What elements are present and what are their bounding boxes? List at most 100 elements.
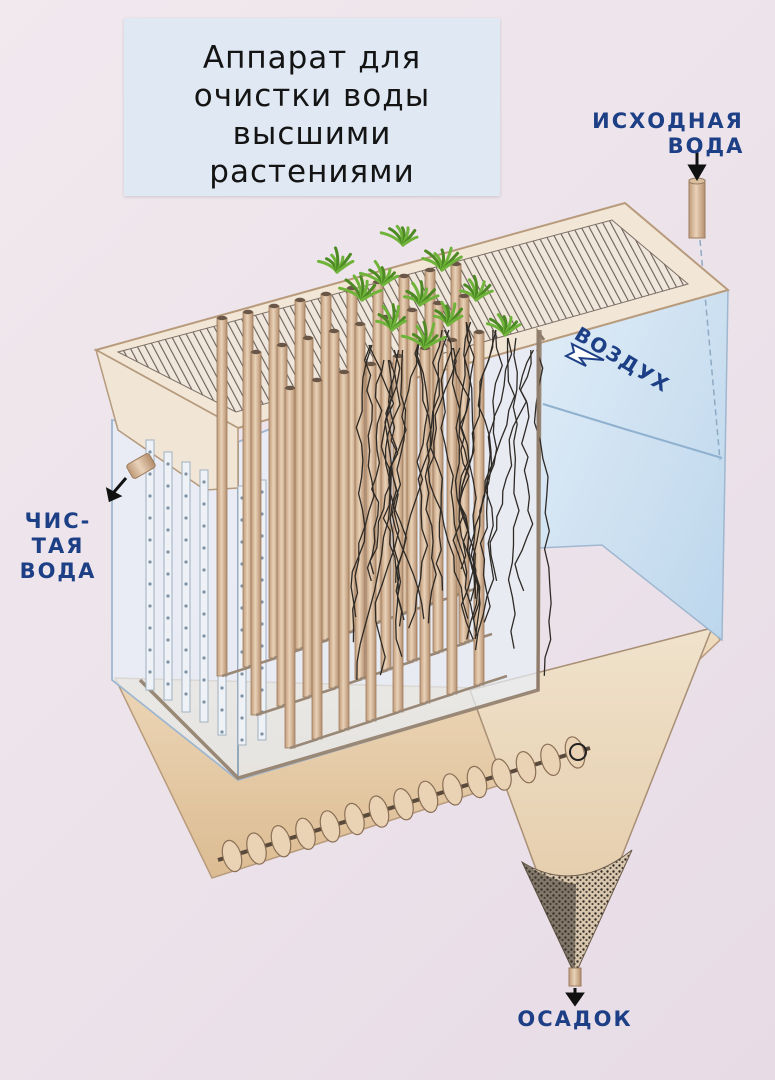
tube-hole (202, 568, 206, 572)
tube-hole (148, 472, 152, 476)
tube-hole (202, 612, 206, 616)
label-source-water-line-2: ВОДА (668, 134, 745, 158)
sediment-cone (469, 626, 714, 978)
aeration-pipe (250, 351, 262, 716)
tube-hole (166, 506, 170, 510)
tube-hole (240, 694, 244, 698)
tube-hole (202, 590, 206, 594)
tube-hole (166, 660, 170, 664)
tube-hole (166, 550, 170, 554)
plant-icon (379, 224, 419, 247)
tube-hole (166, 616, 170, 620)
tube-hole (148, 648, 152, 652)
tube-hole (202, 524, 206, 528)
pipe-connector (343, 719, 373, 732)
plant-leaf (474, 289, 494, 302)
tube-hole (166, 462, 170, 466)
sediment-outlet-pipe (568, 967, 582, 987)
plant-leaf (360, 288, 383, 302)
tube-hole (240, 738, 244, 742)
tube-hole (240, 716, 244, 720)
tube-hole (166, 572, 170, 576)
tube-hole (202, 502, 206, 506)
air-supply-tube (536, 327, 546, 690)
arrow-in-icon (563, 342, 605, 367)
auger-flight (319, 810, 341, 843)
plant-leaf (418, 294, 440, 307)
root-icon (479, 337, 513, 623)
tube-hole (220, 708, 224, 712)
tube-hole (184, 626, 188, 630)
title-line-1: Аппарат для (202, 40, 422, 76)
pipe-connector (289, 737, 319, 750)
auger-flight (270, 825, 292, 858)
plant-leaf (440, 255, 463, 272)
aeration-pipe (311, 379, 323, 740)
arrow-down-icon (687, 150, 707, 181)
plant-leaf (401, 235, 419, 247)
root-icon (356, 359, 398, 680)
pipe-connector (424, 692, 454, 705)
aeration-pipe (216, 317, 228, 677)
pipe-opening (251, 349, 261, 355)
label-source-water-line-1: ИСХОДНАЯ (592, 109, 744, 133)
tube-hole (184, 648, 188, 652)
tube-hole (220, 730, 224, 734)
auger-flight (393, 788, 414, 821)
tube-hole (202, 700, 206, 704)
auger-flight (466, 765, 488, 799)
title-line-4: растениями (209, 154, 415, 190)
root-icon (427, 347, 457, 591)
plant-leaf (381, 274, 400, 287)
pipe-opening (425, 267, 435, 273)
plant-icon (485, 313, 522, 337)
root-icon (489, 349, 535, 582)
pipe-opening (285, 385, 295, 391)
auger-flight (491, 758, 512, 791)
perforated-tube (181, 461, 191, 713)
root-icon (424, 329, 443, 624)
plant-icon (358, 260, 400, 287)
plant-icon (338, 274, 383, 302)
pipe-connector (451, 683, 481, 696)
root-icon (440, 347, 478, 637)
inlet-pipe (688, 179, 706, 239)
title-line-2: очистки воды (193, 78, 431, 114)
tube-hole (184, 538, 188, 542)
inlet-channel-line (699, 239, 721, 461)
plant-leaf (503, 323, 522, 337)
perforated-tube (199, 469, 209, 723)
plant-icon (403, 280, 440, 307)
plant-icon (375, 303, 407, 332)
auger-flight (295, 817, 316, 850)
pipe-connector (316, 728, 346, 741)
auger-flight (221, 839, 243, 873)
root-icon (452, 347, 471, 579)
tube-hole (148, 538, 152, 542)
clean-water-outlet-pipe (126, 453, 156, 479)
auger-flight (442, 773, 463, 806)
auger-flight (368, 795, 390, 828)
tube-hole (184, 560, 188, 564)
label-clean-water-line-1: ЧИС- (25, 509, 92, 533)
plant-icon (400, 320, 447, 350)
tube-hole (202, 480, 206, 484)
pipe-connector (370, 710, 400, 723)
pipe-opening (355, 321, 365, 327)
tube-hole (202, 634, 206, 638)
auger-flight (417, 780, 439, 813)
pipe-opening (407, 307, 417, 313)
tube-hole (148, 582, 152, 586)
title-card: Аппарат для очистки воды высшими растени… (124, 18, 500, 196)
tube-hole (240, 672, 244, 676)
tube-hole (148, 560, 152, 564)
plant-icon (421, 246, 463, 272)
pipe-opening (295, 297, 305, 303)
tube-hole (166, 594, 170, 598)
pipe-opening (399, 273, 409, 279)
tube-hole (148, 626, 152, 630)
tube-hole (184, 582, 188, 586)
sediment-fill-shadow (522, 862, 576, 975)
plant-leaf (335, 259, 355, 274)
tube-hole (202, 656, 206, 660)
